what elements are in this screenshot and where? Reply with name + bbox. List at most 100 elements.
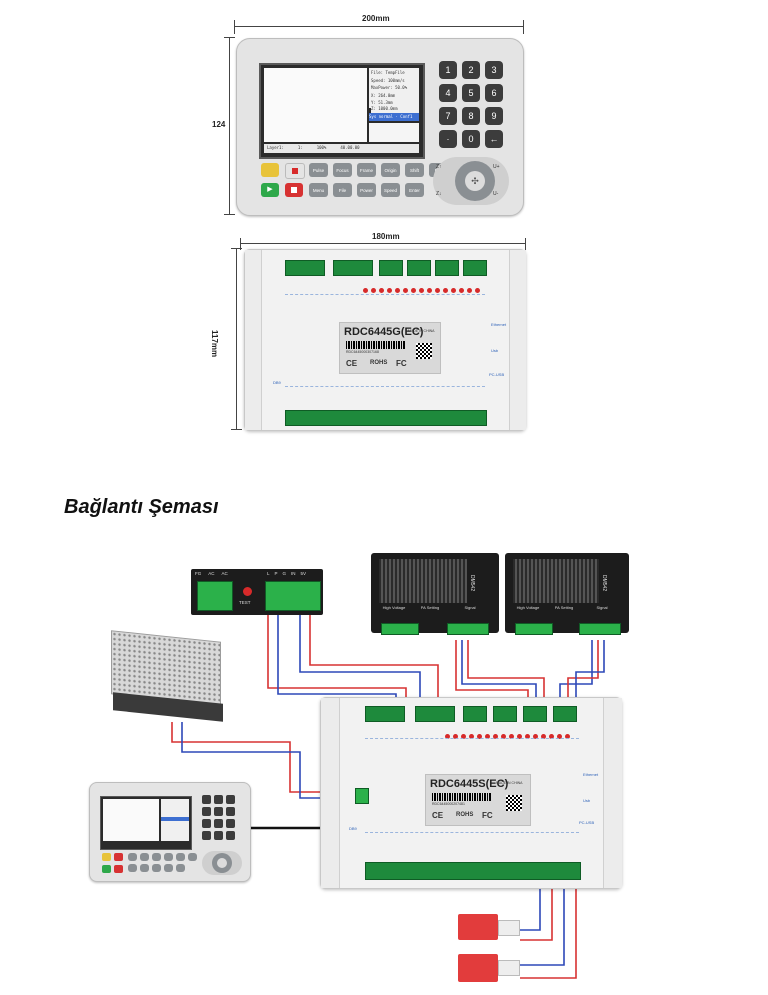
driver-section-label: PA Setting [554,605,574,610]
key-6[interactable]: 6 [485,84,503,102]
terminal-label: FG [195,571,202,576]
pulse-button[interactable]: Pulse [309,163,328,177]
origin-button[interactable]: Origin [381,163,400,177]
power-supply [105,630,225,722]
key[interactable] [202,795,211,804]
stop-button-small[interactable] [114,865,123,873]
key[interactable] [202,807,211,816]
dimension-line [240,243,526,244]
relay-terminal-box: FG AC AC L P G IN 5V TEST [191,569,323,615]
fc-mark: FC [482,811,493,820]
key[interactable] [202,819,211,828]
wire-red [467,640,545,712]
wire-red [520,876,553,941]
wire-red [309,612,439,712]
key-8[interactable]: 8 [462,107,480,125]
key-4[interactable]: 4 [439,84,457,102]
key-7[interactable]: 7 [439,107,457,125]
key-1[interactable]: 1 [439,61,457,79]
speed-button[interactable]: Speed [381,183,400,197]
key-0[interactable]: 0 [462,130,480,148]
lcd-status-bar: Sys normal · Conf1 [369,113,419,121]
function-key[interactable] [140,853,149,861]
dpad-center-icon[interactable] [217,858,227,868]
laser-button[interactable] [285,163,305,179]
pin-label-area [365,738,579,761]
lcd-layer-list [369,123,419,142]
wire-blue [299,612,421,712]
dimension-line [229,37,230,215]
yellow-button-small[interactable] [102,853,111,861]
key[interactable] [214,795,223,804]
key[interactable] [214,819,223,828]
pin-label-area [285,386,485,405]
key[interactable] [202,831,211,840]
function-key[interactable] [140,864,149,872]
key[interactable] [226,795,235,804]
board-model-name: RDC6445G(EC) [344,326,424,338]
menu-button[interactable]: Menu [309,183,328,197]
numeric-keypad: 1 2 3 4 5 6 7 8 9 · 0 ← [439,61,505,153]
function-key[interactable] [128,853,137,861]
function-key[interactable] [176,864,185,872]
test-button[interactable] [243,587,252,596]
function-key[interactable] [176,853,185,861]
wire-red [567,640,599,712]
key[interactable] [226,819,235,828]
key-9[interactable]: 9 [485,107,503,125]
start-pause-button[interactable]: ▶ [261,183,279,197]
stepper-driver-1: DM542 High Voltage PA Setting Signal [371,553,499,635]
function-key[interactable] [128,864,137,872]
file-button[interactable]: File [333,183,352,197]
function-key[interactable] [164,864,173,872]
shift-button[interactable]: Shift [405,163,424,177]
dimension-tick [240,238,241,250]
lcd-preview-area-small [103,799,159,841]
laser-button-small[interactable] [114,853,123,861]
driver-section-label: Signal [464,605,476,610]
lcd-bottom-text: 40.00.00 [340,145,360,150]
focus-button[interactable]: Focus [333,163,352,177]
mounting-flange-right [603,698,622,888]
heatsink-fins [513,559,599,603]
stepper-driver-2: DM542 High Voltage PA Setting Signal [505,553,629,635]
function-key[interactable] [152,864,161,872]
play-pause-icon: ▶ [267,186,273,193]
heatsink-fins [379,559,467,603]
function-keys-small [128,853,197,872]
key[interactable] [226,807,235,816]
terminal-block [407,260,431,276]
key-3[interactable]: 3 [485,61,503,79]
lcd-line: File: TempFile [371,70,405,75]
key-5[interactable]: 5 [462,84,480,102]
barcode [432,793,492,801]
key-dot[interactable]: · [439,130,457,148]
yellow-button[interactable] [261,163,279,177]
dpad-label-z-up: Z↑ [436,164,442,170]
terminal-block [379,260,403,276]
controller-board-bottom: RDC6445S(EC) MADE IN CHINA RDC6445000207… [320,697,622,889]
lcd-info-lines: File: TempFile Speed: 100mm/s MaxPower: … [369,68,419,108]
key[interactable] [214,831,223,840]
key-2[interactable]: 2 [462,61,480,79]
lcd-bottom-text: Layer1: [267,145,284,150]
key[interactable] [214,807,223,816]
function-key[interactable] [188,853,197,861]
frame-button[interactable]: Frame [357,163,376,177]
key-backspace[interactable]: ← [485,130,503,148]
stop-icon [291,187,297,193]
function-key[interactable] [152,853,161,861]
key[interactable] [226,831,235,840]
dpad-center-icon[interactable]: ✣ [465,171,485,191]
function-key[interactable] [164,853,173,861]
driver-section-label: PA Setting [420,605,440,610]
power-button[interactable]: Power [357,183,376,197]
product-label: RDC6445S(EC) MADE IN CHINA RDC6445000207… [425,774,531,826]
start-button-small[interactable] [102,865,111,873]
relay-socket [498,920,520,936]
ethernet-port-label: Ethernet [491,322,507,327]
relay-socket [498,960,520,976]
stop-button[interactable] [285,183,303,197]
terminal-block [463,260,487,276]
enter-button[interactable]: Enter [405,183,424,197]
